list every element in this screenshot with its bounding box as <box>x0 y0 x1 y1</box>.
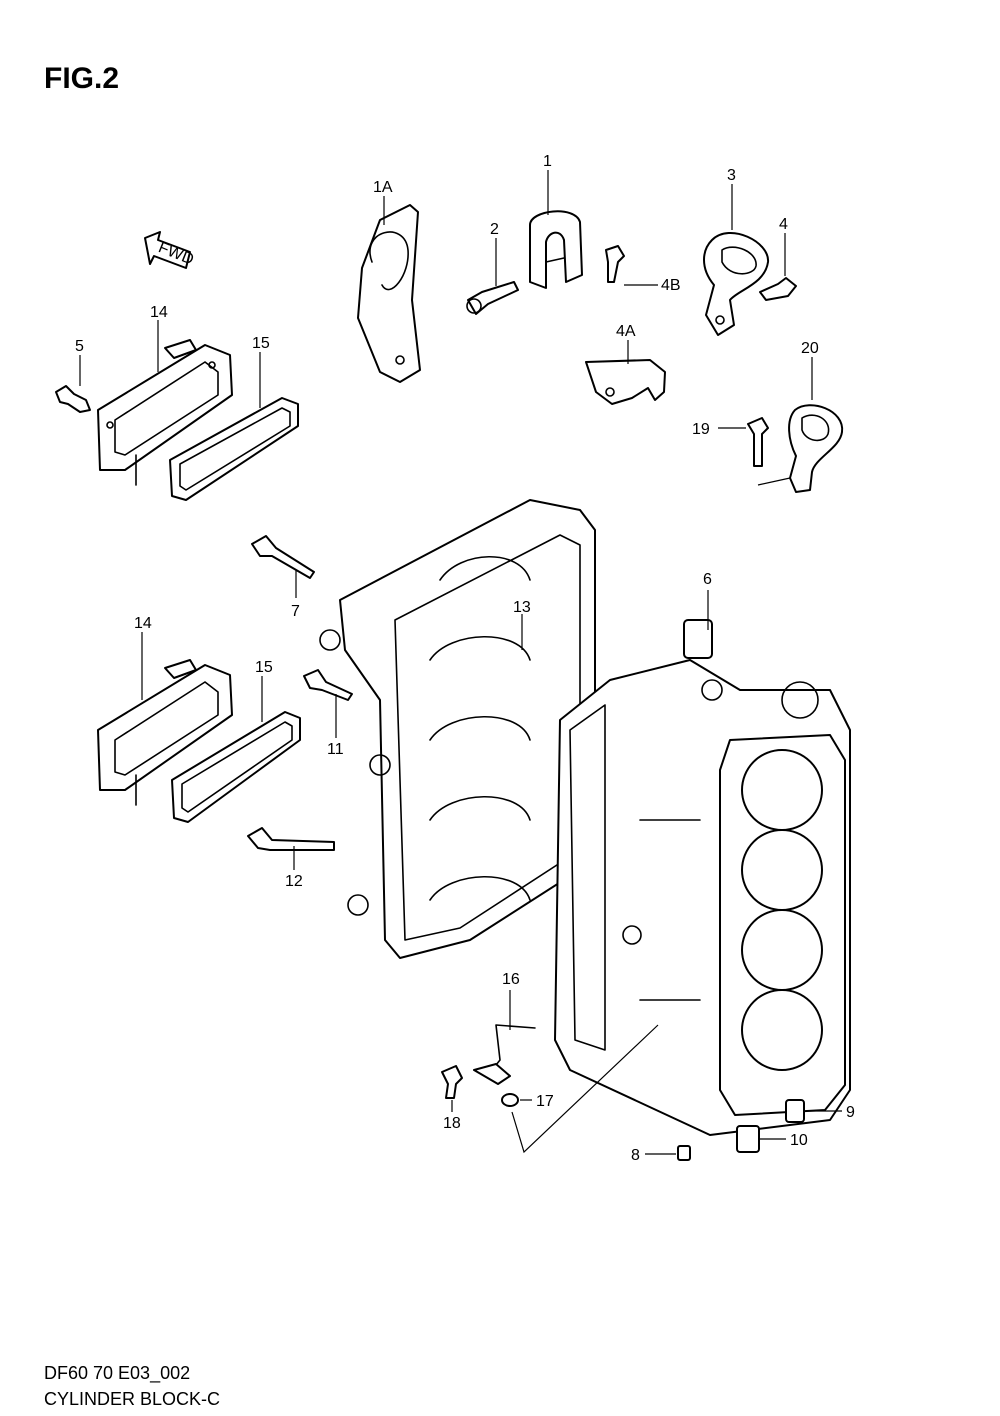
callout-8: 8 <box>631 1147 640 1164</box>
clamp-1[interactable] <box>529 210 583 289</box>
callout-12: 12 <box>285 873 303 890</box>
callout-1: 1 <box>543 153 552 170</box>
callout-7: 7 <box>291 603 300 620</box>
plug-9[interactable] <box>785 1099 805 1123</box>
callout-3: 3 <box>727 167 736 184</box>
callout-5: 5 <box>75 338 84 355</box>
cover-14-lower[interactable] <box>97 659 233 806</box>
callout-4b: 4B <box>661 277 681 294</box>
figure-title: FIG.2 <box>44 62 120 95</box>
callout-2: 2 <box>490 221 499 238</box>
bolt-12[interactable] <box>247 827 335 851</box>
callout-15-upper: 15 <box>252 335 270 352</box>
callout-4a: 4A <box>616 323 636 340</box>
callout-4: 4 <box>779 216 788 233</box>
callout-17: 17 <box>536 1093 554 1110</box>
o-ring-17[interactable] <box>501 1093 519 1107</box>
callout-20: 20 <box>801 340 819 357</box>
callout-15-lower: 15 <box>255 659 273 676</box>
crankcase-half[interactable] <box>319 499 596 959</box>
callout-14-upper: 14 <box>150 304 168 321</box>
bolt-7[interactable] <box>251 535 315 579</box>
callout-16: 16 <box>502 971 520 988</box>
fwd-arrow-icon: FWD <box>144 231 196 269</box>
bracket-1a[interactable] <box>357 204 421 383</box>
diagram-name: CYLINDER BLOCK-C <box>44 1389 221 1409</box>
callout-19: 19 <box>692 421 710 438</box>
diagram-code: DF60 70 E03_002 <box>44 1363 191 1383</box>
bolt-19[interactable] <box>747 417 769 467</box>
callout-11: 11 <box>327 741 344 758</box>
bolt-5[interactable] <box>55 385 91 413</box>
callout-10: 10 <box>790 1132 808 1149</box>
pipe-16[interactable] <box>473 1024 536 1085</box>
callout-1a: 1A <box>373 179 393 196</box>
bracket-3[interactable] <box>703 232 770 336</box>
callout-13: 13 <box>513 599 531 616</box>
bolt-2[interactable] <box>466 281 519 315</box>
bolt-11[interactable] <box>303 669 353 701</box>
plate-4a[interactable] <box>585 359 666 405</box>
bracket-20[interactable] <box>788 404 844 493</box>
callout-9: 9 <box>846 1104 855 1121</box>
gasket-15-lower[interactable] <box>171 711 301 823</box>
gasket-15-upper[interactable] <box>169 397 299 501</box>
cover-14-upper[interactable] <box>97 339 233 486</box>
bolt-18[interactable] <box>441 1065 463 1099</box>
bolt-4[interactable] <box>759 277 797 301</box>
bolt-4b[interactable] <box>605 245 625 283</box>
diagram-footer: DF60 70 E03_002 CYLINDER BLOCK-C <box>44 1360 220 1412</box>
plug-8[interactable] <box>677 1145 691 1161</box>
callout-6: 6 <box>703 571 712 588</box>
cylinder-block[interactable] <box>554 619 851 1136</box>
callout-14-lower: 14 <box>134 615 152 632</box>
callout-18: 18 <box>443 1115 461 1132</box>
plug-10[interactable] <box>736 1125 760 1153</box>
